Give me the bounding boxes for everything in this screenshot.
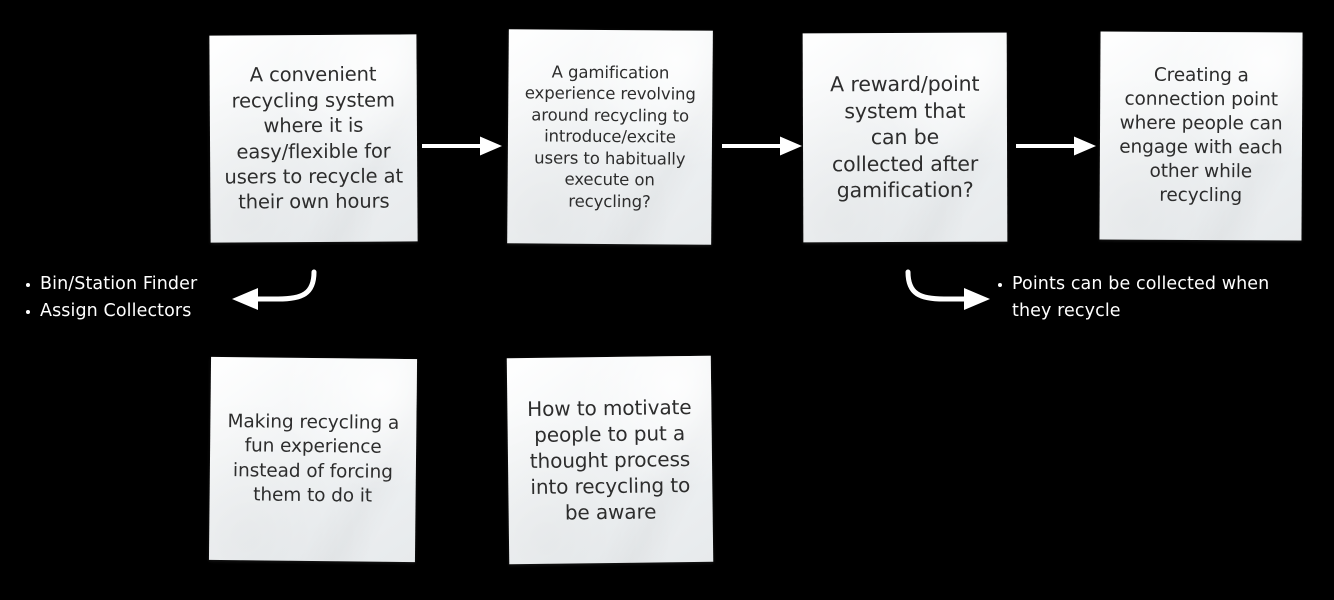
sticky-note-convenient-recycling-system[interactable]: A convenient recycling system where it i… [209,34,418,243]
arrow-right-icon-note1-note2 [422,136,502,156]
sticky-note-motivate-thought-process[interactable]: How to motivate people to put a thought … [506,355,714,565]
sticky-note-text: A gamification experience revolving arou… [524,62,696,211]
arrow-right-icon-note2-note3 [722,136,802,156]
sticky-note-gamification-experience[interactable]: A gamification experience revolving arou… [507,29,713,245]
arrow-right-icon-note3-note4 [1016,136,1096,156]
bullet-dot-icon [26,309,30,314]
sticky-note-text: A reward/point system that can be collec… [830,71,980,203]
bullet-item: Assign Collectors [26,298,256,325]
sticky-note-text: Making recycling a fun experience instea… [227,411,400,507]
arrow-curved-right-icon [905,269,990,310]
bullet-item: Bin/Station Finder [26,271,256,298]
sticky-note-connection-point[interactable]: Creating a connection point where people… [1099,31,1303,241]
sticky-note-text: A convenient recycling system where it i… [224,63,404,214]
bullet-list-left: Bin/Station Finder Assign Collectors [26,271,256,324]
bullet-item-label: Bin/Station Finder [40,274,198,294]
sticky-note-fun-experience[interactable]: Making recycling a fun experience instea… [208,356,418,563]
sticky-note-text: How to motivate people to put a thought … [527,395,692,525]
bullet-item-label: Points can be collected when they recycl… [1012,274,1270,321]
bullet-dot-icon [26,283,30,287]
sticky-note-text: Creating a connection point where people… [1119,64,1283,207]
bullet-item-label: Assign Collectors [40,300,192,321]
bullet-list-right: Points can be collected when they recycl… [998,271,1328,324]
sticky-note-reward-point-system[interactable]: A reward/point system that can be collec… [802,32,1008,243]
bullet-item: Points can be collected when they recycl… [998,271,1328,324]
bullet-dot-icon [998,283,1002,287]
